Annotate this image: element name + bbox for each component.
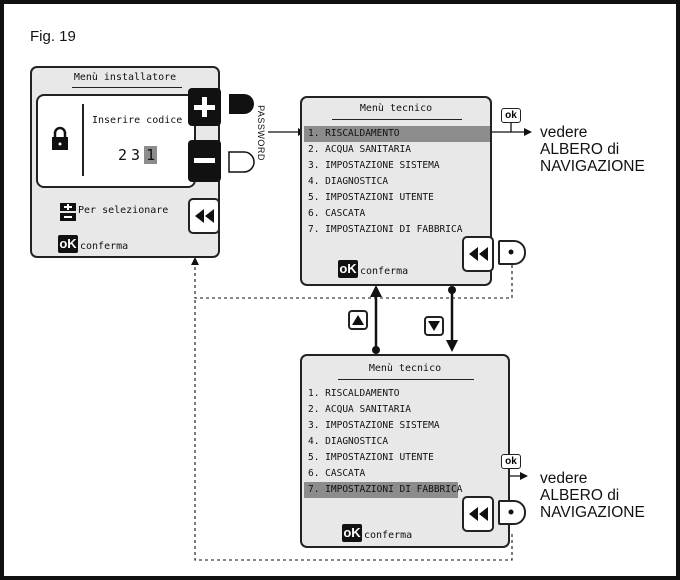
select-label: Per selezionare <box>78 205 169 216</box>
menu-item[interactable]: 5. IMPOSTAZIONI UTENTE <box>308 452 434 463</box>
return-path-top <box>194 262 513 299</box>
tech-menu-list: 1. RISCALDAMENTO 2. ACQUA SANITARIA 3. I… <box>304 386 464 498</box>
code-prompt: Inserire codice <box>92 115 183 126</box>
see-tree-note-bottom: vedere ALBERO di NAVIGAZIONE <box>540 470 645 521</box>
down-triangle-icon <box>428 321 440 331</box>
tech-menu-title: Menù tecnico <box>359 103 433 114</box>
outline-d-key-icon <box>228 151 255 173</box>
back-button[interactable] <box>462 236 494 272</box>
plus-icon <box>194 97 215 117</box>
plus-button[interactable] <box>188 88 221 126</box>
menu-item[interactable]: 3. IMPOSTAZIONE SISTEMA <box>308 420 440 431</box>
installer-title: Menù installatore <box>73 72 177 83</box>
back-double-arrow-icon <box>469 507 488 521</box>
see-tree-line: ALBERO di <box>540 141 620 158</box>
lock-icon <box>52 126 68 150</box>
title-rule <box>338 379 474 380</box>
title-rule <box>332 119 462 120</box>
confirm-label: conferma <box>364 530 413 541</box>
code-digits: 2 3 1 <box>118 146 158 164</box>
ok-badge: oK <box>58 235 78 253</box>
code-digit: 2 <box>118 146 128 164</box>
menu-item[interactable]: 1. RISCALDAMENTO <box>308 388 400 399</box>
code-panel: Inserire codice 2 3 1 <box>36 94 196 188</box>
see-tree-line: vedere <box>540 470 588 487</box>
back-button[interactable] <box>462 496 494 532</box>
minus-icon <box>194 158 215 163</box>
dot-key-icon <box>508 509 514 515</box>
menu-item[interactable]: 6. CASCATA <box>308 208 366 219</box>
minus-button[interactable] <box>188 140 221 182</box>
tech-menu-top: Menù tecnico 1. RISCALDAMENTO 2. ACQUA S… <box>300 96 492 286</box>
filled-d-key-icon <box>229 94 254 114</box>
ok-badge: oK <box>338 260 358 278</box>
back-double-arrow-icon <box>195 209 214 223</box>
menu-item-selected[interactable]: 1. RISCALDAMENTO <box>304 126 490 142</box>
back-button[interactable] <box>188 198 220 234</box>
menu-item-selected[interactable]: 7. IMPOSTAZIONI DI FABBRICA <box>304 482 462 498</box>
down-button[interactable] <box>424 316 444 336</box>
confirm-label: conferma <box>80 241 129 252</box>
figure-label: Fig. 19 <box>30 28 76 45</box>
menu-item[interactable]: 6. CASCATA <box>308 468 366 479</box>
dot-key-button[interactable] <box>498 240 526 265</box>
menu-item[interactable]: 4. DIAGNOSTICA <box>308 436 389 447</box>
return-path-bottom <box>194 298 513 561</box>
menu-item[interactable]: 2. ACQUA SANITARIA <box>308 144 411 155</box>
see-tree-line: NAVIGAZIONE <box>540 504 645 521</box>
see-tree-line: NAVIGAZIONE <box>540 158 645 175</box>
ok-key[interactable]: ok <box>501 454 521 469</box>
plus-minus-icon <box>60 203 76 221</box>
panel-divider <box>82 104 84 176</box>
title-rule <box>72 87 182 88</box>
dot-key-icon <box>508 249 514 255</box>
up-triangle-icon <box>352 315 364 325</box>
ok-key[interactable]: ok <box>501 108 521 123</box>
menu-item[interactable]: 7. IMPOSTAZIONI DI FABBRICA <box>308 224 463 235</box>
menu-item[interactable]: 4. DIAGNOSTICA <box>308 176 389 187</box>
tech-menu-list: 1. RISCALDAMENTO 2. ACQUA SANITARIA 3. I… <box>304 126 490 238</box>
see-tree-note-top: vedere ALBERO di NAVIGAZIONE <box>540 124 645 175</box>
up-button[interactable] <box>348 310 368 330</box>
password-label-wrap: PASSWORD <box>255 93 267 175</box>
see-tree-line: ALBERO di <box>540 487 620 504</box>
menu-item[interactable]: 3. IMPOSTAZIONE SISTEMA <box>308 160 440 171</box>
code-digit: 3 <box>131 146 141 164</box>
back-double-arrow-icon <box>469 247 488 261</box>
ok-badge: oK <box>342 524 362 542</box>
password-label: PASSWORD <box>256 105 266 161</box>
code-digit-selected: 1 <box>144 146 158 164</box>
menu-item[interactable]: 2. ACQUA SANITARIA <box>308 404 411 415</box>
menu-item[interactable]: 5. IMPOSTAZIONI UTENTE <box>308 192 434 203</box>
tech-menu-title: Menù tecnico <box>368 363 442 374</box>
confirm-label: conferma <box>360 266 409 277</box>
see-tree-line: vedere <box>540 124 588 141</box>
dot-key-button[interactable] <box>498 500 526 525</box>
